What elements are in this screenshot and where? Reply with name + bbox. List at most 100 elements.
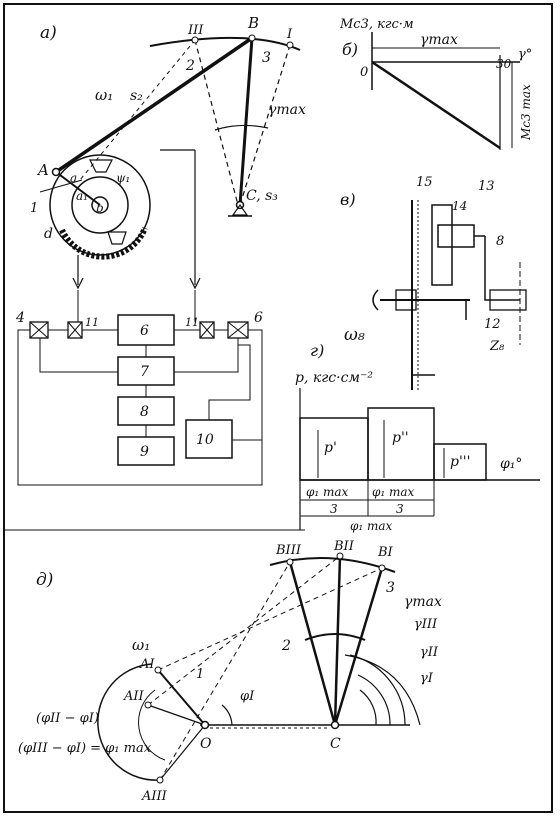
label-b-small: b — [96, 201, 104, 215]
label-2-d: 2 — [281, 638, 291, 654]
label-pos-I: I — [286, 27, 293, 42]
link3-pos-II — [333, 555, 342, 726]
frac2-den: 3 — [396, 502, 404, 516]
valve-6r-cross — [227, 321, 249, 339]
pressure-bar-3 — [433, 443, 487, 481]
point-III — [191, 36, 199, 44]
label-d: d — [44, 226, 53, 242]
label-8-v: 8 — [496, 234, 504, 249]
pipe-outer — [17, 329, 263, 486]
point-BII — [336, 552, 344, 560]
pipe-loop-left — [39, 338, 118, 373]
point-O — [200, 720, 210, 730]
label-A: A — [36, 161, 49, 179]
gamma-max-arc — [304, 633, 366, 641]
point-AIII — [156, 776, 164, 784]
gamma-outer-arc — [344, 654, 421, 726]
label-6-center: 6 — [140, 323, 149, 339]
dash-link-I — [157, 567, 383, 671]
label-1-d: 1 — [196, 667, 204, 682]
label-pos-III: III — [187, 23, 204, 38]
dashed-link-III — [79, 39, 196, 181]
p2-label: p'' — [392, 430, 409, 446]
p3-label: p''' — [450, 454, 471, 470]
omega8-label: ω₈ — [344, 325, 365, 345]
pivot-support — [231, 203, 249, 216]
label-phi-I: φI — [240, 689, 255, 704]
dashed-pos-III — [194, 39, 239, 206]
gamma-I-arc — [359, 689, 377, 726]
label-11-left: 11 — [85, 316, 99, 329]
crank-hatched-arc — [59, 226, 148, 260]
crank-circle-O — [97, 663, 161, 781]
crank-hub — [91, 196, 109, 214]
crank-AI — [157, 669, 206, 726]
phi-arc — [221, 704, 233, 726]
crank-circle-inner — [138, 689, 166, 761]
label-9: 9 — [140, 444, 149, 460]
label-14: 14 — [452, 199, 467, 213]
label-diff1: (φII − φI) — [36, 711, 99, 726]
dashed-pos-I — [239, 44, 291, 206]
valve-4-cross — [29, 321, 49, 339]
omega1-d: ω₁ — [132, 636, 150, 654]
moment-max-label: Mс3 max — [519, 84, 533, 141]
label-11-right: 11 — [185, 316, 199, 329]
dash-link-II — [147, 555, 341, 706]
crank-arm — [55, 171, 101, 206]
label-B: B — [247, 14, 259, 32]
frac1-den: 3 — [330, 502, 338, 516]
panel-b-label: б) — [342, 40, 358, 59]
omega1: ω₁ — [95, 86, 113, 104]
label-gamma-I: γI — [420, 671, 434, 686]
point-BI — [378, 564, 386, 572]
joint-B — [248, 34, 256, 42]
dash-link-III — [159, 561, 291, 781]
point-C — [330, 720, 340, 730]
cam-bottom — [107, 231, 127, 245]
moment-thirty: 30 — [496, 57, 512, 71]
label-gamma-III: γIII — [414, 617, 438, 632]
panel-d-positions: д) BIII BII — [18, 539, 442, 804]
crank-AIII — [159, 724, 206, 781]
label-BIII: BIII — [275, 543, 302, 558]
crank-disk-inner — [71, 176, 129, 234]
label-link3: 3 — [262, 50, 271, 66]
label-AI: AI — [139, 657, 155, 672]
frac2-num: φ₁ max — [372, 485, 415, 499]
valve-11r-cross — [199, 321, 215, 339]
pipe-loop-right — [174, 338, 239, 373]
label-AIII: AIII — [141, 789, 168, 804]
panel-g-label: г) — [310, 341, 324, 360]
panel-g-pressure-chart: г) p, кгс·см⁻² p' p'' p''' φ₁° φ₁ max 3 … — [295, 341, 540, 533]
panel-b-moment-chart: б) Mс3, кгс·м 0 γmax 30 γ° Mс3 max — [339, 17, 533, 150]
label-a1: a₁ — [76, 189, 88, 203]
point-BIII — [286, 558, 294, 566]
label-diff2: (φIII − φI) = φ₁ max — [18, 741, 152, 756]
point-AI — [154, 666, 162, 674]
label-10: 10 — [196, 432, 214, 448]
point-I — [286, 41, 294, 49]
label-gamma-max-a: γmax — [268, 102, 306, 118]
label-4: 4 — [15, 310, 25, 326]
label-link2: 2 — [185, 58, 195, 74]
label-7: 7 — [140, 364, 149, 380]
moment-zero: 0 — [360, 65, 368, 80]
panel-v-gear: в) 15 14 13 8 12 ω₈ Z₈ — [340, 175, 527, 390]
gear-14 — [437, 224, 475, 248]
arrow-up-right — [189, 277, 201, 290]
arrow-up-left — [72, 277, 84, 290]
label-psi1: ψ₁ — [116, 171, 130, 185]
total-label: φ₁ max — [350, 519, 393, 533]
label-a-small: a — [70, 171, 77, 185]
gear-arm-8 — [484, 236, 520, 301]
label-1-a: 1 — [30, 201, 38, 216]
label-C-s3: C, s₃ — [246, 188, 278, 204]
phi-deg-label: φ₁° — [500, 456, 522, 472]
link3-pos-I — [333, 567, 384, 726]
valve-11l-cross — [67, 321, 83, 339]
point-AII — [144, 701, 152, 709]
label-15: 15 — [416, 175, 433, 190]
figure-frame — [3, 3, 553, 813]
bearing-right — [489, 289, 527, 311]
